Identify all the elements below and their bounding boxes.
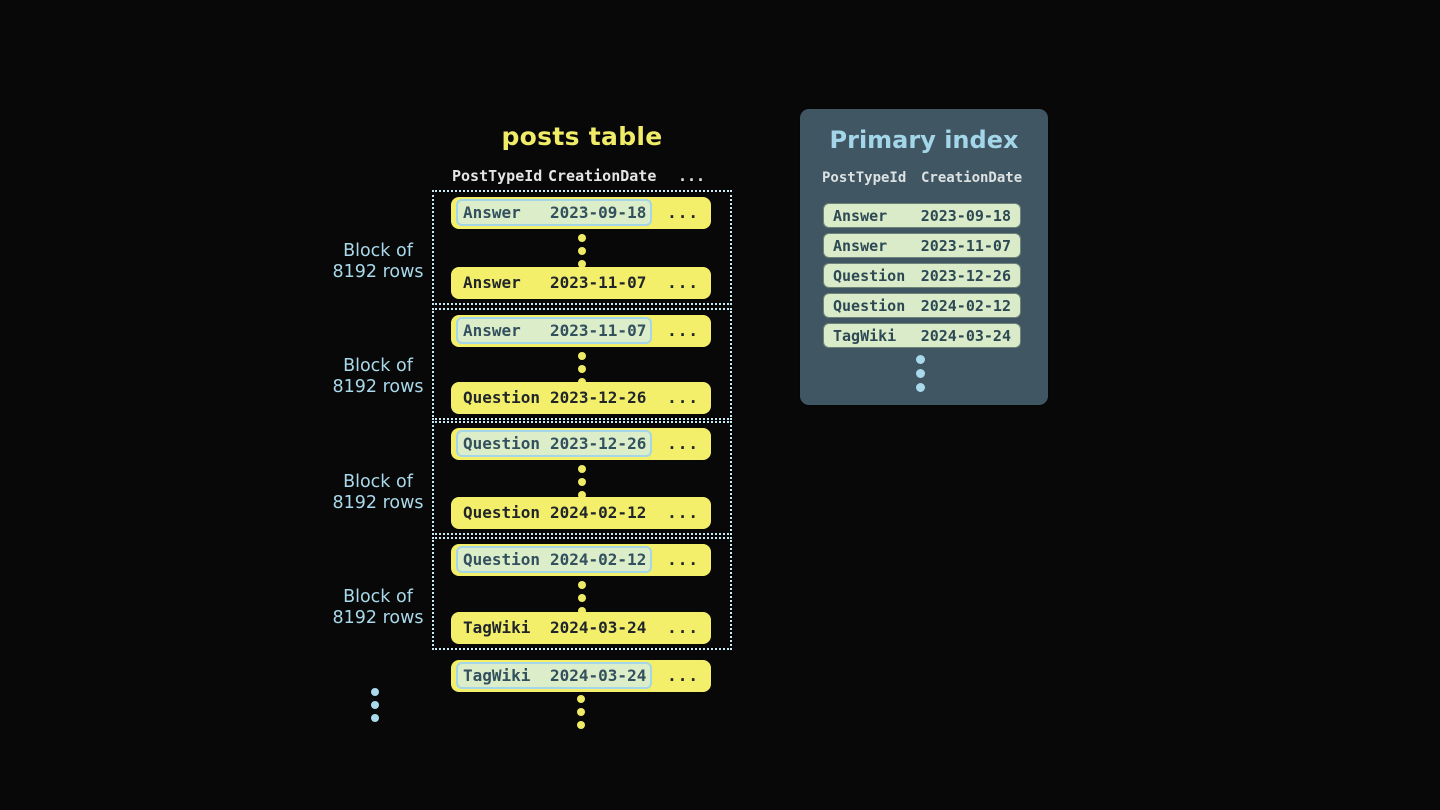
cell-more: ... <box>667 203 699 222</box>
cell-more: ... <box>667 550 699 569</box>
vertical-ellipsis-icon <box>916 355 925 392</box>
cell-posttypeid: Answer <box>463 273 521 292</box>
table-row-highlighted: Question 2024-02-12 ... <box>451 544 711 576</box>
cell-more: ... <box>667 434 699 453</box>
table-row: Question 2024-02-12 ... <box>451 497 711 529</box>
cell-creationdate: 2023-11-07 <box>550 273 647 292</box>
cell-creationdate: 2023-12-26 <box>550 388 647 407</box>
cell-posttypeid: TagWiki <box>833 326 897 345</box>
block-label-2: Block of 8192 rows <box>318 356 438 398</box>
cell-posttypeid: Question <box>463 550 541 569</box>
cell-creationdate: 2023-09-18 <box>550 203 647 222</box>
index-highlight-pill <box>456 199 652 226</box>
block-label-4: Block of 8192 rows <box>318 587 438 629</box>
cell-creationdate: 2024-03-24 <box>920 326 1011 345</box>
block-label-1: Block of 8192 rows <box>318 241 438 283</box>
block-label-line2: 8192 rows <box>332 493 424 513</box>
block-label-line2: 8192 rows <box>332 262 424 282</box>
block-label-line1: Block of <box>343 472 413 492</box>
index-highlight-pill <box>456 662 652 689</box>
vertical-ellipsis-icon <box>577 695 585 729</box>
column-header-more: ... <box>678 167 706 185</box>
table-row-highlighted: Question 2023-12-26 ... <box>451 428 711 460</box>
table-row: Answer 2023-11-07 ... <box>451 267 711 299</box>
cell-creationdate: 2023-12-26 <box>550 434 647 453</box>
cell-creationdate: 2024-03-24 <box>550 618 647 637</box>
primary-index-panel: Primary index PostTypeId CreationDate An… <box>800 109 1048 405</box>
cell-creationdate: 2023-12-26 <box>920 266 1011 285</box>
cell-posttypeid: Answer <box>463 203 521 222</box>
block-label-line1: Block of <box>343 356 413 376</box>
rows-block-4: Question 2024-02-12 ... TagWiki 2024-03-… <box>432 537 732 650</box>
cell-posttypeid: Answer <box>833 206 888 225</box>
primary-index-title: Primary index <box>829 126 1019 154</box>
rows-block-2: Answer 2023-11-07 ... Question 2023-12-2… <box>432 308 732 420</box>
column-header-creationdate: CreationDate <box>921 170 1023 186</box>
column-header-creationdate: CreationDate <box>548 167 657 185</box>
column-header-posttypeid: PostTypeId <box>452 167 543 185</box>
vertical-ellipsis-icon <box>578 581 586 615</box>
block-label-line2: 8192 rows <box>332 377 424 397</box>
index-row: Question 2023-12-26 <box>823 263 1021 288</box>
cell-posttypeid: TagWiki <box>463 666 531 685</box>
block-label-line1: Block of <box>343 241 413 261</box>
cell-more: ... <box>667 388 699 407</box>
index-highlight-pill <box>456 317 652 344</box>
index-row: Answer 2023-11-07 <box>823 233 1021 258</box>
cell-more: ... <box>667 666 699 685</box>
cell-creationdate: 2024-03-24 <box>550 666 647 685</box>
cell-posttypeid: Question <box>463 503 541 522</box>
index-highlight-pill <box>456 546 652 573</box>
cell-creationdate: 2023-11-07 <box>920 236 1011 255</box>
rows-block-3: Question 2023-12-26 ... Question 2024-02… <box>432 421 732 535</box>
block-label-line2: 8192 rows <box>332 608 424 628</box>
cell-posttypeid: Answer <box>463 321 521 340</box>
cell-posttypeid: Question <box>833 266 906 285</box>
cell-creationdate: 2024-02-12 <box>920 296 1011 315</box>
cell-creationdate: 2023-09-18 <box>920 206 1011 225</box>
cell-more: ... <box>667 618 699 637</box>
cell-posttypeid: Question <box>463 434 541 453</box>
table-row-highlighted-overflow: TagWiki 2024-03-24 ... <box>451 660 711 692</box>
vertical-ellipsis-icon <box>578 234 586 268</box>
table-row: TagWiki 2024-03-24 ... <box>451 612 711 644</box>
cell-posttypeid: TagWiki <box>463 618 531 637</box>
vertical-ellipsis-icon <box>578 465 586 499</box>
block-label-3: Block of 8192 rows <box>318 472 438 514</box>
table-row-highlighted: Answer 2023-09-18 ... <box>451 197 711 229</box>
index-highlight-pill <box>456 430 652 457</box>
cell-posttypeid: Question <box>833 296 906 315</box>
block-label-line1: Block of <box>343 587 413 607</box>
cell-more: ... <box>667 503 699 522</box>
cell-creationdate: 2024-02-12 <box>550 550 647 569</box>
posts-table-column-headers: PostTypeId CreationDate ... <box>432 166 732 186</box>
primary-index-column-headers: PostTypeId CreationDate <box>800 169 1048 187</box>
cell-creationdate: 2023-11-07 <box>550 321 647 340</box>
index-row: TagWiki 2024-03-24 <box>823 323 1021 348</box>
cell-more: ... <box>667 273 699 292</box>
table-row: Question 2023-12-26 ... <box>451 382 711 414</box>
index-row: Answer 2023-09-18 <box>823 203 1021 228</box>
rows-block-1: Answer 2023-09-18 ... Answer 2023-11-07 … <box>432 190 732 305</box>
cell-posttypeid: Question <box>463 388 541 407</box>
cell-creationdate: 2024-02-12 <box>550 503 647 522</box>
vertical-ellipsis-icon <box>371 688 379 722</box>
table-row-highlighted: Answer 2023-11-07 ... <box>451 315 711 347</box>
cell-posttypeid: Answer <box>833 236 888 255</box>
vertical-ellipsis-icon <box>578 352 586 386</box>
cell-more: ... <box>667 321 699 340</box>
posts-table-title: posts table <box>501 122 663 151</box>
index-row: Question 2024-02-12 <box>823 293 1021 318</box>
column-header-posttypeid: PostTypeId <box>822 170 907 186</box>
